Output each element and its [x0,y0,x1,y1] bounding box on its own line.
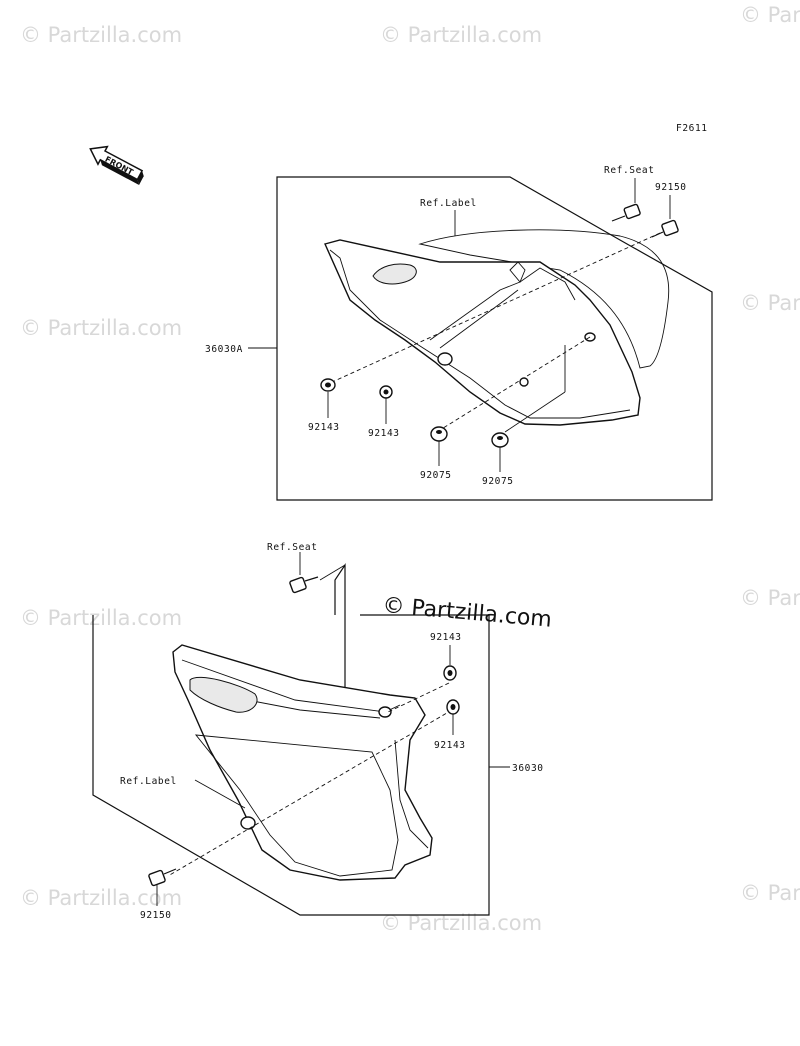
seat-bolt-icon [611,203,641,222]
cover-boss [378,706,392,718]
part-number-label: 36030A [205,344,243,355]
callout-ref-label: Ref.Label [420,198,477,209]
grommet-hole-icon [519,377,529,387]
cover-boss [437,352,453,366]
callout-92143-left: 92143 [308,422,340,433]
callout-92075-right: 92075 [482,476,514,487]
watermark-layer: © Partzilla.com © Partzilla.com © Partzi… [20,3,800,935]
watermark-text: © Partzilla.com [20,316,182,340]
callout-92150: 92150 [655,182,687,193]
vent-slot [189,676,258,713]
seat-outline [418,229,670,369]
collar-icon [320,378,336,392]
cover-boss [240,816,256,830]
side-cover-36030a [324,239,641,426]
collar-icon [446,699,460,715]
part-number-label: 36030 [512,763,544,774]
watermark-center: © Partzilla.com [381,593,552,633]
label-area [194,734,399,877]
figure-code: F2611 [676,123,708,134]
callout-92075-left: 92075 [420,470,452,481]
vent-slot [372,263,417,285]
callout-ref-seat: Ref.Seat [604,165,655,176]
top-assembly: 36030A 92150 Ref.Seat [205,165,713,501]
collar-icon [379,385,393,399]
watermark-text: © Partzilla.com [20,886,182,910]
seat-bolt-icon [289,576,319,594]
callout-92143-mid: 92143 [368,428,400,439]
callout-ref-seat: Ref.Seat [267,542,318,553]
bottom-assembly: 36030 Ref.Seat Ref.Label 92143 [92,542,544,921]
assembly-frame [276,176,713,501]
grommet-icon [430,426,448,442]
watermark-text: © Partzilla.com [740,881,800,905]
watermark-text: © Partzilla.com [20,23,182,47]
watermark-text: © Partzilla.com [20,606,182,630]
bolt-92150-icon [148,868,177,887]
collar-icon [443,665,457,681]
grommet-icon [491,432,509,448]
callout-ref-label: Ref.Label [120,776,177,787]
callout-92150: 92150 [140,910,172,921]
callout-92143-bottom: 92143 [434,740,466,751]
watermark-text: © Partzilla.com [380,23,542,47]
watermark-text: © Partzilla.com [740,3,800,27]
assembly-frame [92,614,490,916]
watermark-text: © Partzilla.com [740,291,800,315]
front-arrow-icon: FRONT [89,145,144,185]
watermark-text: © Partzilla.com [740,586,800,610]
bolt-92150-icon [651,219,679,238]
callout-92143-top: 92143 [430,632,462,643]
